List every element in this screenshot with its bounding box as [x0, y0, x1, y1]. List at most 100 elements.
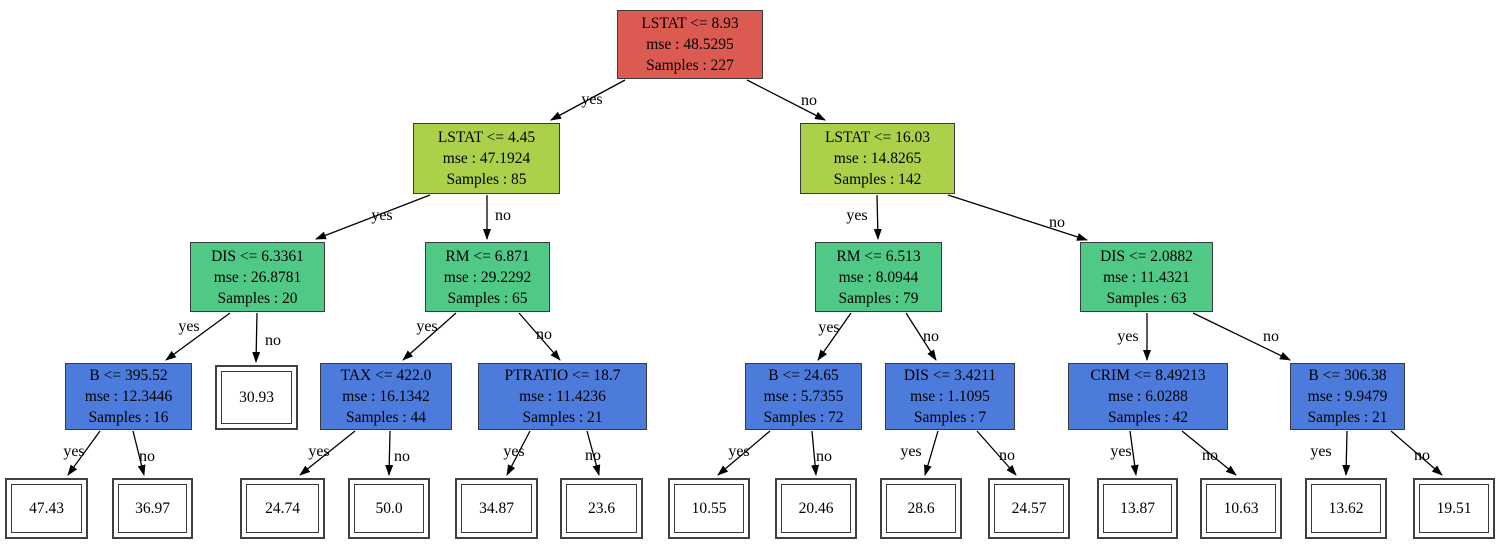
edge-label: no — [139, 448, 155, 465]
node-condition: LSTAT <= 4.45 — [437, 129, 536, 146]
tree-node-lstat-4-45: LSTAT <= 4.45 mse : 47.1924 Samples : 85 — [413, 123, 560, 194]
edge-rm6513-to-b2465 — [817, 312, 852, 361]
node-mse: mse : 11.4236 — [519, 388, 606, 405]
node-mse: mse : 47.1924 — [442, 150, 531, 167]
tree-leaf-47-43: 47.43 — [5, 478, 88, 539]
tree-leaf-24-57: 24.57 — [988, 478, 1070, 539]
node-condition: DIS <= 2.0882 — [1100, 247, 1193, 265]
edge-label: yes — [416, 318, 437, 335]
edge-label: yes — [846, 207, 867, 224]
leaf-value: 28.6 — [886, 484, 956, 533]
tree-leaf-13-62: 13.62 — [1305, 478, 1387, 539]
tree-node-dis-6-3361: DIS <= 6.3361 mse : 26.8781 Samples : 20 — [190, 242, 325, 312]
tree-node-crim-8-49213: CRIM <= 8.49213 mse : 6.0288 Samples : 4… — [1068, 363, 1228, 430]
edge-label: no — [999, 447, 1015, 464]
edge-dis34211-to-leaf2457 — [976, 430, 1017, 476]
edge-b2465-to-leaf1055 — [717, 430, 771, 476]
leaf-value: 20.46 — [781, 484, 851, 533]
edge-label: no — [1414, 447, 1430, 464]
node-condition: RM <= 6.513 — [836, 247, 921, 265]
tree-node-dis-3-4211: DIS <= 3.4211 mse : 1.1095 Samples : 7 — [885, 363, 1015, 430]
node-samples: Samples : 44 — [345, 409, 427, 426]
node-mse: mse : 8.0944 — [838, 268, 919, 286]
tree-node-ptratio-18-7: PTRATIO <= 18.7 mse : 11.4236 Samples : … — [478, 363, 647, 430]
leaf-value: 34.87 — [461, 484, 532, 533]
edge-rm6513-to-dis34211 — [905, 312, 937, 361]
tree-leaf-10-55: 10.55 — [668, 478, 750, 539]
leaf-value: 23.6 — [566, 484, 637, 533]
leaf-value: 24.74 — [246, 484, 319, 533]
edge-dis63361-to-b39552 — [165, 312, 231, 361]
tree-leaf-20-46: 20.46 — [775, 478, 857, 539]
node-samples: Samples : 79 — [838, 289, 919, 307]
node-condition: DIS <= 3.4211 — [903, 367, 997, 384]
edge-dis34211-to-leaf286 — [923, 430, 939, 476]
leaf-value: 13.62 — [1311, 484, 1381, 533]
edge-label: no — [394, 448, 410, 465]
node-samples: Samples : 16 — [88, 409, 169, 426]
leaf-value: 10.55 — [674, 484, 744, 533]
edge-crim-to-leaf1387 — [1129, 430, 1139, 476]
node-condition: CRIM <= 8.49213 — [1090, 367, 1206, 384]
leaf-value: 47.43 — [11, 484, 82, 533]
node-samples: Samples : 227 — [646, 57, 734, 74]
edge-root-to-lstat445 — [550, 79, 626, 121]
edge-b39552-to-leaf3697 — [132, 430, 146, 476]
tree-leaf-30-93: 30.93 — [215, 365, 298, 430]
tree-node-tax-422-0: TAX <= 422.0 mse : 16.1342 Samples : 44 — [320, 363, 452, 430]
node-mse: mse : 29.2292 — [443, 268, 532, 286]
node-mse: mse : 14.8265 — [833, 150, 922, 167]
node-samples: Samples : 85 — [446, 171, 527, 188]
edge-rm6871-to-tax4220 — [402, 312, 457, 361]
tree-node-rm-6-513: RM <= 6.513 mse : 8.0944 Samples : 79 — [815, 242, 942, 312]
node-samples: Samples : 20 — [217, 289, 298, 307]
node-mse: mse : 5.7355 — [763, 388, 844, 405]
node-mse: mse : 26.8781 — [213, 268, 302, 286]
tree-leaf-50-0: 50.0 — [348, 478, 430, 539]
edge-label: yes — [308, 443, 329, 460]
node-samples: Samples : 63 — [1106, 289, 1187, 307]
tree-leaf-13-87: 13.87 — [1097, 478, 1178, 539]
node-condition: RM <= 6.871 — [445, 247, 530, 265]
tree-leaf-24-74: 24.74 — [240, 478, 325, 539]
leaf-value: 19.51 — [1419, 484, 1489, 533]
node-samples: Samples : 21 — [522, 409, 603, 426]
edge-label: yes — [728, 443, 749, 460]
tree-node-lstat-16-03: LSTAT <= 16.03 mse : 14.8265 Samples : 1… — [800, 123, 955, 194]
edge-b30638-to-leaf1362 — [1342, 430, 1351, 476]
edge-label: no — [816, 448, 832, 465]
node-condition: B <= 24.65 — [768, 367, 839, 384]
edge-label: no — [585, 447, 601, 464]
node-mse: mse : 48.5295 — [646, 36, 734, 53]
edge-label: yes — [1110, 443, 1131, 460]
leaf-value: 24.57 — [994, 484, 1064, 533]
edge-label: no — [1263, 328, 1279, 345]
node-samples: Samples : 65 — [447, 289, 528, 307]
leaf-value: 10.63 — [1206, 484, 1276, 533]
node-condition: LSTAT <= 16.03 — [824, 129, 931, 146]
tree-leaf-19-51: 19.51 — [1413, 478, 1495, 539]
tree-node-dis-2-0882: DIS <= 2.0882 mse : 11.4321 Samples : 63 — [1080, 242, 1213, 312]
node-condition: TAX <= 422.0 — [340, 367, 432, 384]
edge-lstat1603-to-dis20882 — [947, 194, 1088, 241]
edge-crim-to-leaf1063 — [1181, 430, 1237, 476]
node-samples: Samples : 142 — [833, 171, 922, 188]
tree-node-root-lstat-8-93: LSTAT <= 8.93 mse : 48.5295 Samples : 22… — [617, 10, 763, 79]
leaf-value: 13.87 — [1103, 484, 1172, 533]
edge-ptratio-to-leaf3487 — [506, 430, 531, 476]
edge-label: no — [265, 332, 281, 349]
tree-leaf-23-6: 23.6 — [560, 478, 643, 539]
tree-leaf-28-6: 28.6 — [880, 478, 962, 539]
tree-leaf-10-63: 10.63 — [1200, 478, 1282, 539]
edge-root-to-lstat1603 — [746, 79, 826, 121]
tree-leaf-34-87: 34.87 — [455, 478, 538, 539]
node-condition: B <= 395.52 — [89, 367, 168, 384]
edge-lstat445-to-dis63361 — [315, 194, 431, 240]
edge-label: no — [801, 92, 817, 109]
edge-label: yes — [1117, 328, 1138, 345]
edge-dis20882-to-b30638 — [1192, 312, 1291, 361]
tree-node-b-24-65: B <= 24.65 mse : 5.7355 Samples : 72 — [745, 363, 862, 430]
edge-label: no — [923, 328, 939, 345]
